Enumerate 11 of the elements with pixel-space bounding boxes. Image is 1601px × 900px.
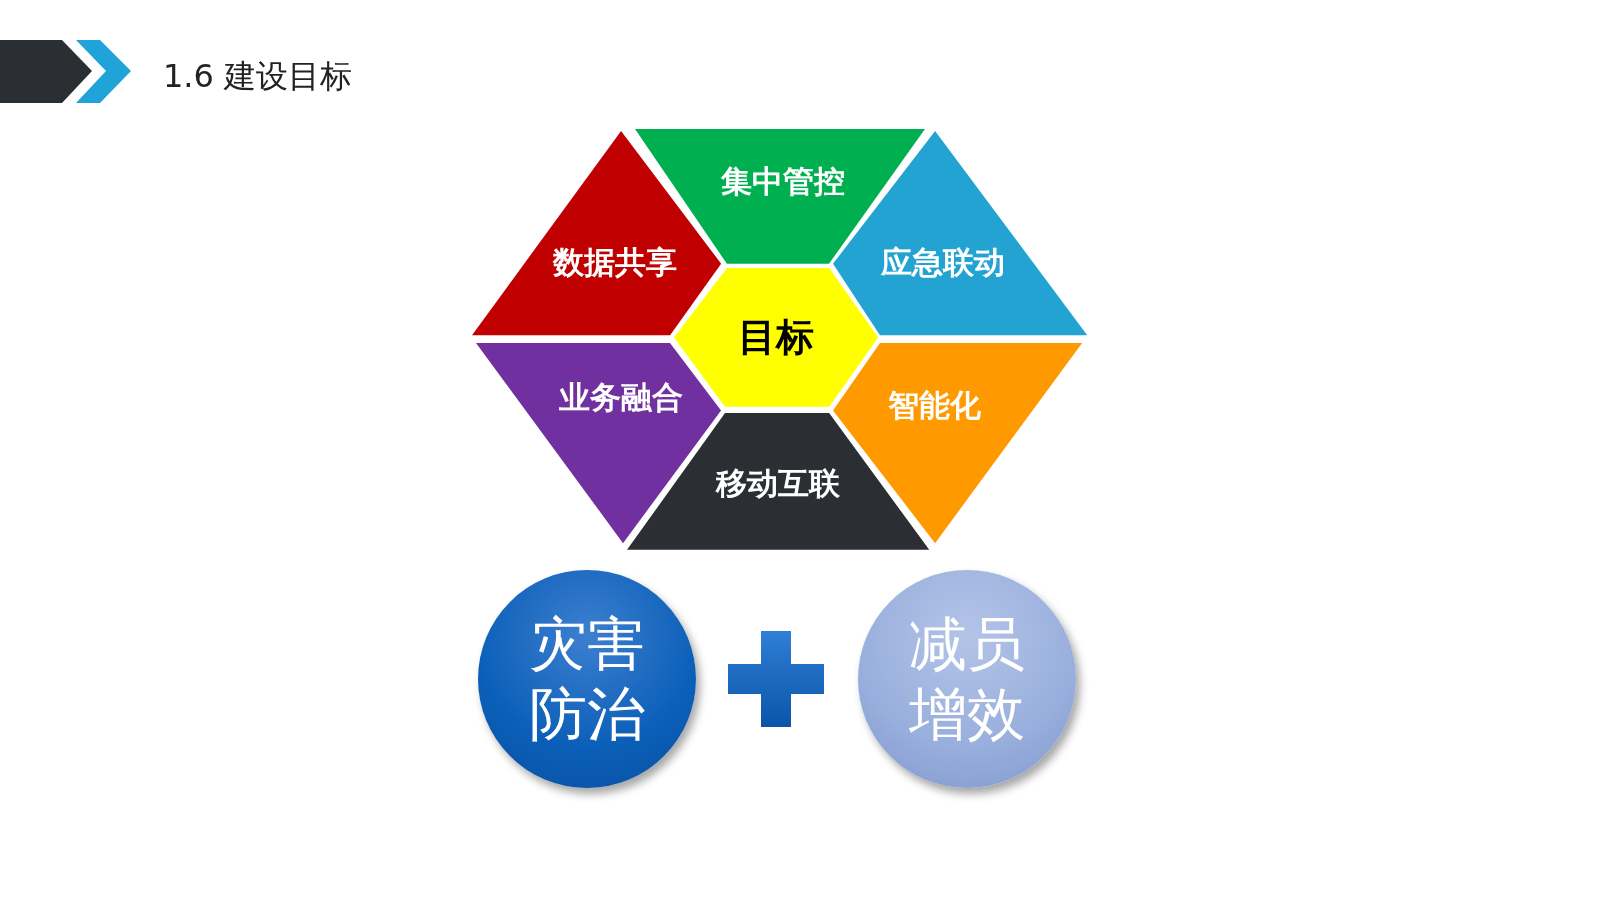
segment-label: 智能化 (887, 386, 981, 426)
segment-label: 集中管控 (721, 161, 846, 201)
segment-label: 目标 (737, 313, 814, 361)
triangle-segment (471, 130, 721, 335)
circle-label: 减员增效 (907, 609, 1026, 749)
circle-label: 灾害防治 (528, 609, 647, 749)
page-title: 1.6 建设目标 (163, 56, 353, 97)
segment-label: 移动互联 (716, 463, 841, 503)
segment-label: 数据共享 (552, 243, 677, 283)
segment-label: 应急联动 (881, 243, 1006, 283)
segment-label: 业务融合 (558, 378, 683, 418)
